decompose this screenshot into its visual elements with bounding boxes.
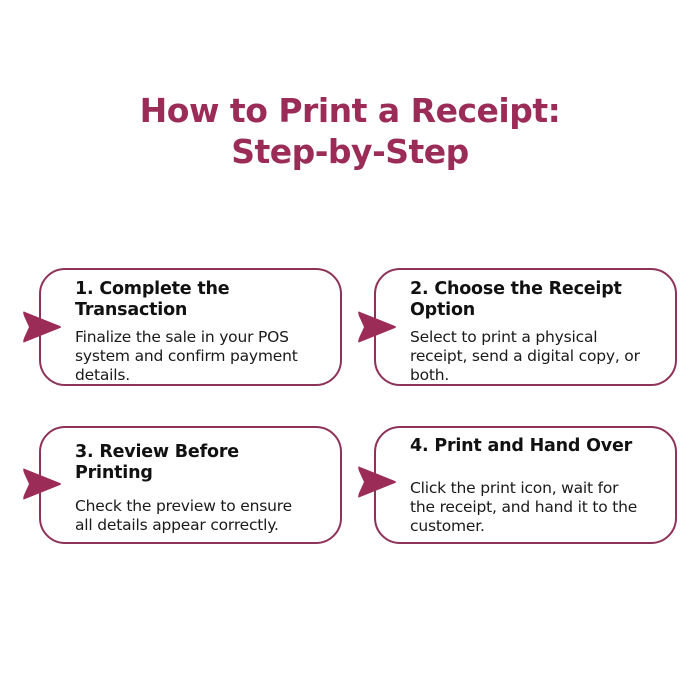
step-4-desc-line-1: Click the print icon, wait for xyxy=(410,479,619,497)
page-title: How to Print a Receipt: Step-by-Step xyxy=(0,90,700,172)
step-1-desc-line-1: Finalize the sale in your POS xyxy=(75,328,289,346)
step-2-title-line-1: 2. Choose the Receipt xyxy=(410,279,622,299)
step-4-description: Click the print icon, wait for the recei… xyxy=(410,479,637,536)
step-4-desc-line-2: the receipt, and hand it to the xyxy=(410,498,638,516)
arrow-right-icon xyxy=(23,468,61,500)
step-1-title: 1. Complete the Transaction xyxy=(75,279,230,321)
step-2-title-line-2: Option xyxy=(410,300,476,320)
page-title-line-1: How to Print a Receipt: xyxy=(139,91,561,130)
step-4-title: 4. Print and Hand Over xyxy=(410,436,632,457)
step-3-description: Check the preview to ensure all details … xyxy=(75,497,292,535)
step-1-desc-line-3: details. xyxy=(75,366,130,384)
step-1-title-line-2: Transaction xyxy=(75,300,188,320)
step-card-3: 3. Review Before Printing Check the prev… xyxy=(39,426,342,544)
step-2-desc-line-3: both. xyxy=(410,366,450,384)
step-1-description: Finalize the sale in your POS system and… xyxy=(75,328,298,385)
step-2-desc-line-1: Select to print a physical xyxy=(410,328,598,346)
step-4-title-line-1: 4. Print and Hand Over xyxy=(410,436,633,456)
arrow-right-icon xyxy=(23,311,61,343)
step-3-title-line-1: 3. Review Before xyxy=(75,442,239,462)
step-2-title: 2. Choose the Receipt Option xyxy=(410,279,622,321)
step-card-1: 1. Complete the Transaction Finalize the… xyxy=(39,268,342,386)
arrow-right-icon xyxy=(358,311,396,343)
step-1-title-line-1: 1. Complete the xyxy=(75,279,230,299)
step-2-desc-line-2: receipt, send a digital copy, or xyxy=(410,347,640,365)
step-1-desc-line-2: system and confirm payment xyxy=(75,347,298,365)
step-3-desc-line-2: all details appear correctly. xyxy=(75,516,279,534)
arrow-right-icon xyxy=(358,466,396,498)
step-3-title: 3. Review Before Printing xyxy=(75,442,239,484)
step-card-4: 4. Print and Hand Over Click the print i… xyxy=(374,426,677,544)
step-3-desc-line-1: Check the preview to ensure xyxy=(75,497,292,515)
step-card-2: 2. Choose the Receipt Option Select to p… xyxy=(374,268,677,386)
step-3-title-line-2: Printing xyxy=(75,463,153,483)
step-2-description: Select to print a physical receipt, send… xyxy=(410,328,640,385)
page-title-line-2: Step-by-Step xyxy=(231,132,469,171)
step-4-desc-line-3: customer. xyxy=(410,517,485,535)
